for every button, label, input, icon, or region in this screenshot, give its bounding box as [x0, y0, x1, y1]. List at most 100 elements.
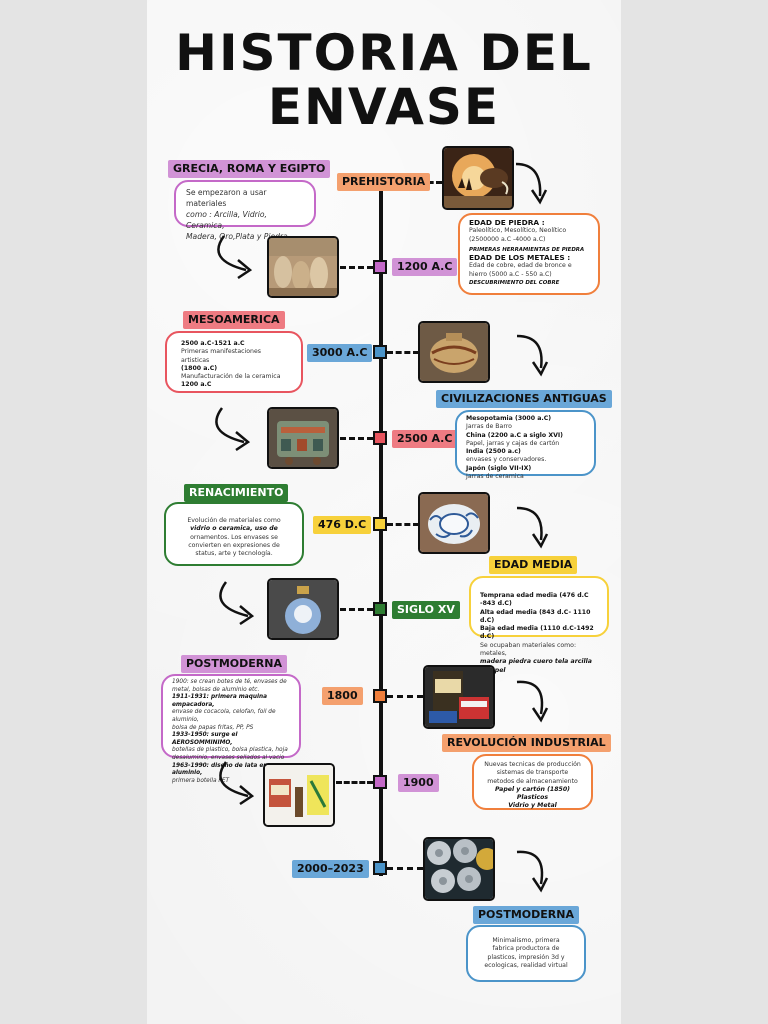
text-line: fabrica productora de: [492, 945, 560, 953]
text-line: plasticos, impresión 3d y: [487, 953, 565, 961]
text-line: botellas de plastico, bolsa plastica, ho…: [172, 747, 288, 754]
text-line: hierro (5000 a.C - 550 a.C): [469, 270, 552, 278]
text-line: 1200 a.C: [181, 381, 212, 389]
text-line: primera botella PET: [172, 777, 230, 784]
text-line: EDAD DE PIEDRA :: [469, 218, 545, 227]
text-line: ornamentos. Los envases se: [190, 533, 278, 541]
text-line: Nuevas tecnicas de producción: [484, 761, 581, 768]
timeline-node: [373, 602, 387, 616]
text-line: convierten en expresiones de: [188, 541, 280, 549]
text-line: Minimalismo, primera: [492, 937, 560, 944]
date-tag-2000-2023: 2000–2023: [292, 860, 369, 878]
timeline-node: [373, 517, 387, 531]
soda-cans-image: [423, 837, 495, 901]
connector: [336, 781, 373, 784]
industrial-tins-image: [423, 665, 495, 729]
timeline-axis: [379, 186, 383, 876]
text-line: 1963-1990: diseño de lata en aluminio,: [172, 762, 268, 777]
timeline-node: [373, 775, 387, 789]
era-tag-grecia: GRECIA, ROMA Y EGIPTO: [168, 160, 331, 178]
text-line: Mesopotamia (3000 a.C): [466, 415, 552, 422]
text-line: DESCUBRIMIENTO DEL COBRE: [469, 280, 560, 287]
text-line: Papel, jarras y cajas de cartón: [466, 439, 560, 447]
connector: [387, 351, 419, 354]
text-line: Vidrio y Metal: [508, 802, 557, 810]
date-tag-2500ac: 2500 A.C: [392, 430, 458, 448]
era-tag-mesoamerica: MESOAMERICA: [183, 311, 285, 329]
text-line: metodos de almacenamiento: [487, 777, 578, 785]
text-line: Plasticos: [516, 794, 549, 802]
text-line: envase de cocacola, celofan, foil de alu…: [172, 709, 276, 723]
title-line-2: ENVASE: [267, 78, 501, 136]
connector: [340, 437, 373, 440]
date-tag-siglo-xv: SIGLO XV: [392, 601, 460, 619]
mayan-vessel-image: [267, 407, 339, 469]
curved-arrow-icon: [219, 581, 255, 626]
date-tag-1900: 1900: [398, 774, 439, 792]
title-line-1: HISTORIA DEL: [175, 24, 593, 82]
date-tag-476dc: 476 D.C: [313, 516, 372, 534]
curved-arrow-icon: [215, 407, 251, 452]
timeline-node: [373, 260, 387, 274]
text-line: Papel y cartón (1850): [495, 785, 570, 793]
curved-arrow-icon: [516, 680, 549, 723]
text-line: Alta edad media (843 d.C- 1110 d.C): [480, 608, 591, 624]
blue-porcelain-bowl-image: [418, 492, 490, 554]
curved-arrow-icon: [516, 334, 549, 377]
curved-arrow-icon: [515, 162, 548, 205]
box-civilizaciones: Mesopotamia (3000 a.C) Jarras de Barro C…: [455, 410, 596, 480]
connector: [387, 523, 419, 526]
box-mesoamerica: 2500 a.C-1521 a.C Primeras manifestacion…: [165, 331, 303, 393]
text-line: madera piedra cuero tela arcilla y papel: [480, 658, 592, 674]
text-line: 1933-1950: surge el AEROSOMMINIMO,: [172, 732, 238, 746]
text-line: ecologicas, realidad virtual: [484, 961, 568, 969]
date-tag-3000ac: 3000 A.C: [307, 344, 373, 362]
era-tag-postmoderna-right: POSTMODERNA: [473, 906, 579, 924]
era-tag-postmoderna-left: POSTMODERNA: [181, 655, 287, 673]
era-tag-edad-media: EDAD MEDIA: [489, 556, 578, 574]
connector: [387, 695, 423, 698]
curved-arrow-icon: [219, 761, 255, 806]
box-postmoderna-left: 1900: se crean botes de té, envases de m…: [161, 674, 301, 784]
text-line: Jarras de ceramica: [466, 473, 524, 481]
mammoth-hunt-image: [442, 146, 514, 210]
text-line: 2500 a.C-1521 a.C: [181, 340, 245, 347]
text-line: 1911-1931: primera maquina empacadora,: [172, 694, 268, 708]
connector: [340, 266, 373, 269]
text-line: EDAD DE LOS METALES :: [469, 253, 571, 263]
text-line: China (2200 a.C a siglo XVI): [466, 431, 564, 439]
text-line: (2500000 a.C -4000 a.C): [469, 235, 546, 243]
box-grecia: Se empezaron a usar materiales como : Ar…: [174, 180, 316, 241]
connector: [387, 867, 423, 870]
era-tag-revolucion: REVOLUCIÓN INDUSTRIAL: [442, 734, 611, 752]
text-line: envases y conservadores.: [466, 456, 547, 464]
text-line: vidrio o ceramica, uso de: [190, 525, 278, 533]
connector: [340, 608, 373, 611]
text-line: Se empezaron a usar materiales: [186, 188, 267, 208]
text-line: Madera, Oro,Plata y Piedra.: [186, 232, 291, 241]
date-tag-1200ac: 1200 A.C: [392, 258, 458, 276]
text-line: Japón (siglo VII-IX): [466, 464, 532, 472]
timeline-node: [373, 345, 387, 359]
text-line: metal, bolsas de aluminio etc.: [172, 686, 260, 693]
curved-arrow-icon: [516, 506, 549, 549]
box-postmoderna-right: Minimalismo, primera fabrica productora …: [466, 925, 586, 982]
text-line: status, arte y tecnología.: [195, 550, 273, 558]
box-edad-media: Temprana edad media (476 d.C -843 d.C) A…: [469, 576, 609, 674]
text-line: Edad de cobre, edad de bronce e: [469, 262, 572, 270]
text-line: Evolución de materiales como: [187, 517, 281, 524]
text-line: (1800 a.C): [181, 364, 218, 372]
text-line: Temprana edad media (476 d.C -843 d.C): [480, 592, 589, 608]
ceramic-pot-image: [418, 321, 490, 383]
curved-arrow-icon: [516, 850, 549, 893]
text-line: 1900: se crean botes de té, envases de: [172, 679, 287, 685]
amphorae-image: [267, 236, 339, 298]
text-line: Jarras de Barro: [466, 423, 512, 431]
text-line: bolsa de papas fritas, PP, PS: [172, 724, 254, 731]
text-line: como : Arcilla, Vidrio, Ceramica,: [186, 210, 267, 230]
timeline-node: [373, 689, 387, 703]
era-tag-civilizaciones: CIVILIZACIONES ANTIGUAS: [436, 390, 612, 408]
text-line: India (2500 a.c): [466, 448, 521, 456]
jasperware-flask-image: [267, 578, 339, 640]
date-tag-1800: 1800: [322, 687, 363, 705]
